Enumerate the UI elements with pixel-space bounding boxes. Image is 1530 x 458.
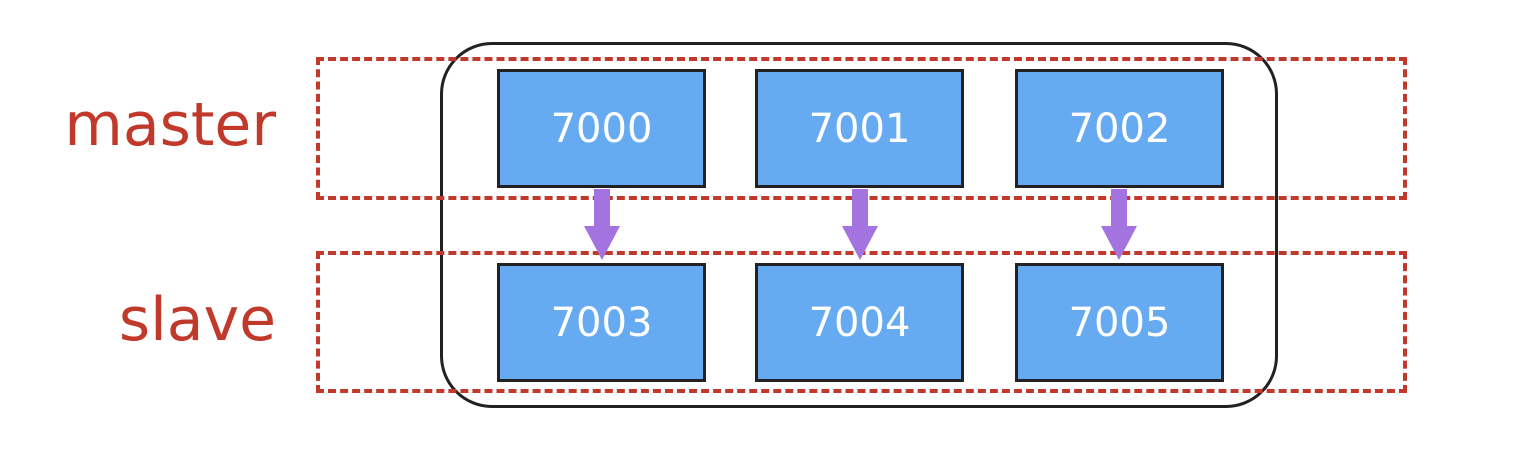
master-node-7002: 7002 <box>1015 69 1224 188</box>
master-row-label: master <box>64 90 276 160</box>
master-node-7001: 7001 <box>755 69 964 188</box>
master-node-7000: 7000 <box>497 69 706 188</box>
slave-node-7005: 7005 <box>1015 263 1224 382</box>
slave-row-label: slave <box>118 285 276 355</box>
slave-node-7003: 7003 <box>497 263 706 382</box>
slave-node-7004: 7004 <box>755 263 964 382</box>
cluster-container <box>440 42 1278 408</box>
